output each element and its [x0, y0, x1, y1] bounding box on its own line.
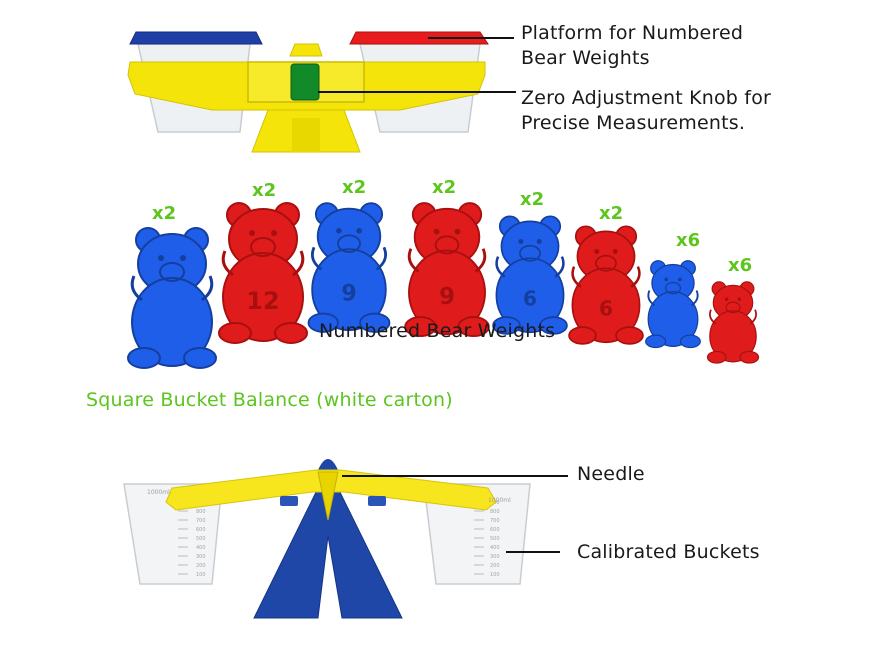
- bear-1: [127, 227, 217, 369]
- scale-mark-label: 300: [196, 554, 206, 560]
- needle-leader: [342, 475, 568, 477]
- bear-qty-2: x2: [252, 180, 277, 201]
- bear-6: 6: [568, 225, 644, 345]
- bear-number-5: 6: [523, 286, 537, 310]
- bucket-balance-title: Square Bucket Balance (white carton): [86, 389, 453, 411]
- bear-number-6: 6: [599, 296, 613, 320]
- bear-qty-3: x2: [342, 177, 367, 198]
- scale-mark-label: 600: [196, 527, 206, 533]
- knob-leader: [318, 91, 516, 93]
- platform-callout: Platform for Numbered Bear Weights: [521, 21, 743, 71]
- platform-leader: [428, 37, 514, 39]
- scale-mark-label: 600: [490, 527, 500, 533]
- bears-illustration: 12 9 9 6 6: [127, 202, 760, 369]
- bucket-stand: [253, 479, 403, 619]
- platform-callout-line2: Bear Weights: [521, 47, 650, 69]
- zero-adjustment-knob: [290, 63, 320, 101]
- needle-callout: Needle: [577, 463, 645, 485]
- right-calibrated-bucket: [423, 483, 531, 585]
- bear-number-2: 12: [246, 287, 279, 315]
- bear-qty-6: x2: [599, 203, 624, 224]
- left-tray: [129, 31, 263, 45]
- left-bucket-label: 1000ml: [147, 489, 170, 496]
- bear-5: 6: [492, 215, 568, 335]
- knob-callout: Zero Adjustment Knob for Precise Measure…: [521, 86, 771, 136]
- scale-mark-label: 200: [490, 563, 500, 569]
- scale-mark-label: 800: [490, 509, 500, 515]
- scale-mark-label: 700: [196, 518, 206, 524]
- scale-mark-label: 200: [196, 563, 206, 569]
- bear-number-3: 9: [341, 282, 356, 307]
- bear-number-4: 9: [439, 284, 455, 310]
- top-balance-illustration: [127, 31, 489, 153]
- bear-qty-5: x2: [520, 189, 545, 210]
- scale-mark-label: 500: [490, 536, 500, 542]
- bear-qty-7: x6: [676, 230, 701, 251]
- bear-8: [706, 281, 760, 364]
- scale-mark-label: 500: [196, 536, 206, 542]
- buckets-leader: [506, 551, 560, 553]
- bear-3: 9: [307, 202, 391, 333]
- scale-mark-label: 400: [196, 545, 206, 551]
- scale-mark-label: 400: [490, 545, 500, 551]
- right-bucket-label: 1000ml: [488, 497, 511, 504]
- bear-qty-1: x2: [152, 203, 177, 224]
- bear-2: 12: [218, 202, 308, 344]
- scale-mark-label: 100: [196, 572, 206, 578]
- right-tray: [349, 31, 489, 45]
- bear-7: [645, 260, 701, 349]
- knob-callout-line1: Zero Adjustment Knob for: [521, 87, 772, 109]
- bear-qty-4: x2: [432, 177, 457, 198]
- left-hinge: [280, 496, 298, 506]
- bears-caption: Numbered Bear Weights: [319, 320, 556, 342]
- needle: [317, 471, 339, 521]
- scale-mark-label: 100: [490, 572, 500, 578]
- knob-callout-line2: Precise Measurements.: [521, 112, 746, 134]
- platform-callout-line1: Platform for Numbered: [521, 22, 744, 44]
- scale-mark-label: 300: [490, 554, 500, 560]
- bear-4: 9: [404, 202, 490, 338]
- scale-mark-label: 800: [196, 509, 206, 515]
- scale-mark-label: 700: [490, 518, 500, 524]
- right-hinge: [368, 496, 386, 506]
- left-calibrated-bucket: [123, 483, 223, 585]
- bucket-balance-illustration: 900800700600500400300200100 900800700600…: [123, 459, 531, 619]
- top-pointer: [289, 43, 323, 57]
- bear-qty-8: x6: [728, 255, 753, 276]
- buckets-callout: Calibrated Buckets: [577, 541, 760, 563]
